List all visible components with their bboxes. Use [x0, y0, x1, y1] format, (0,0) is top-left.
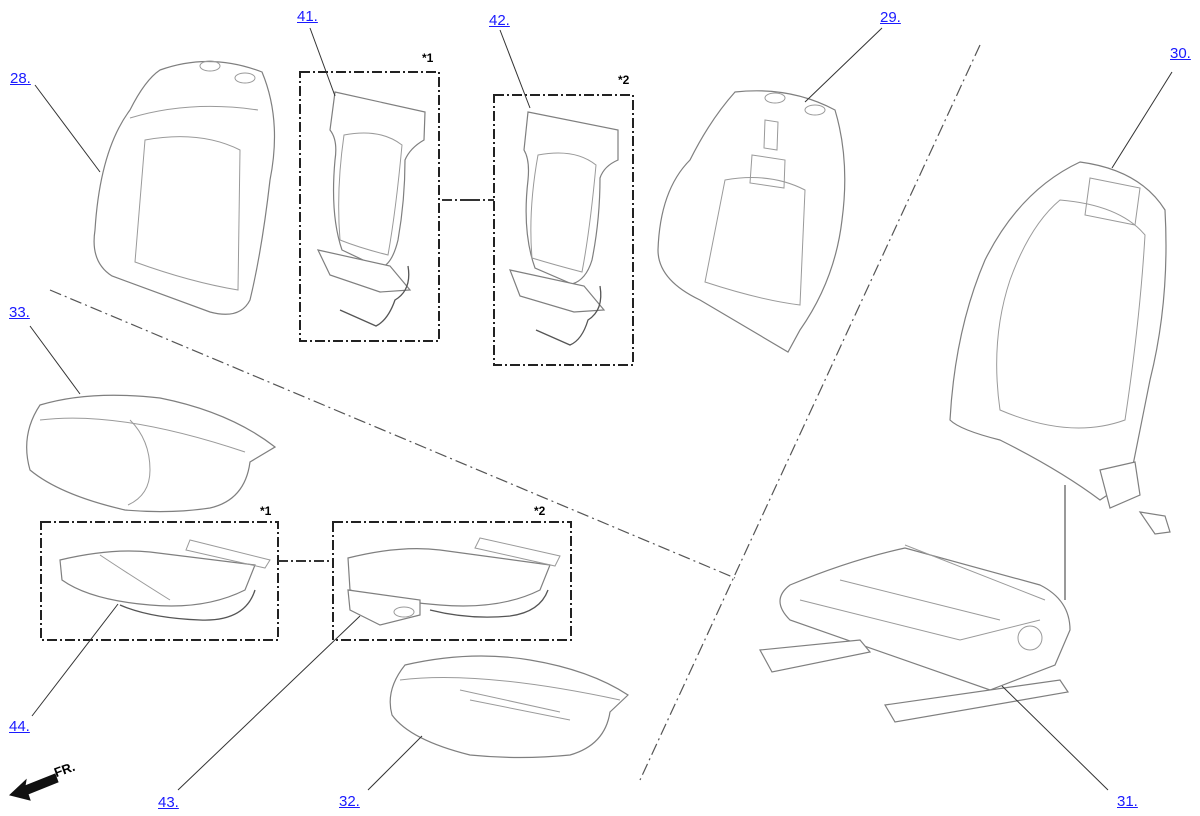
leader-29: [804, 27, 883, 103]
variant-note-2-bottom: *2: [534, 504, 546, 518]
heater-group-box-4: [332, 521, 572, 641]
cushion-heater-43: [347, 537, 561, 626]
callout-link-42[interactable]: 42.: [489, 12, 510, 29]
leader-41: [309, 27, 336, 97]
seat-adjuster-31: [759, 544, 1071, 723]
leader-31: [1001, 685, 1109, 791]
cushion-heater-44: [59, 539, 271, 621]
leader-32: [367, 735, 423, 791]
leader-43: [177, 615, 361, 791]
heater-group-box-1: [299, 71, 440, 342]
seatback-frame-30: [949, 161, 1171, 535]
front-direction-arrow-icon: [8, 773, 59, 801]
seatback-pad-29: [657, 90, 846, 353]
variant-note-2-top: *2: [618, 73, 630, 87]
seat-cushion-cover-33: [26, 394, 277, 513]
leader-30: [1111, 71, 1173, 169]
section-divider-diagonal: [49, 289, 736, 579]
callout-link-44[interactable]: 44.: [9, 718, 30, 735]
heater-group-box-3: [40, 521, 279, 641]
seat-cushion-pad-32: [389, 655, 629, 759]
callout-link-43[interactable]: 43.: [158, 794, 179, 811]
callout-link-41[interactable]: 41.: [297, 8, 318, 25]
callout-link-29[interactable]: 29.: [880, 9, 901, 26]
seatback-heater-42: [509, 111, 619, 346]
callout-link-33[interactable]: 33.: [9, 304, 30, 321]
variant-note-1-bottom: *1: [260, 504, 272, 518]
variant-note-1-top: *1: [422, 51, 434, 65]
leader-42: [499, 29, 531, 109]
leader-33: [29, 325, 81, 395]
heater-group-box-2: [493, 94, 634, 366]
callout-link-30[interactable]: 30.: [1170, 45, 1191, 62]
section-divider-vertical: [639, 44, 981, 781]
leader-44: [31, 603, 119, 717]
callout-link-32[interactable]: 32.: [339, 793, 360, 810]
seatback-cover-28: [93, 60, 276, 315]
seatback-heater-41: [316, 91, 426, 327]
callout-link-28[interactable]: 28.: [10, 70, 31, 87]
leader-28: [34, 84, 101, 173]
callout-link-31[interactable]: 31.: [1117, 793, 1138, 810]
